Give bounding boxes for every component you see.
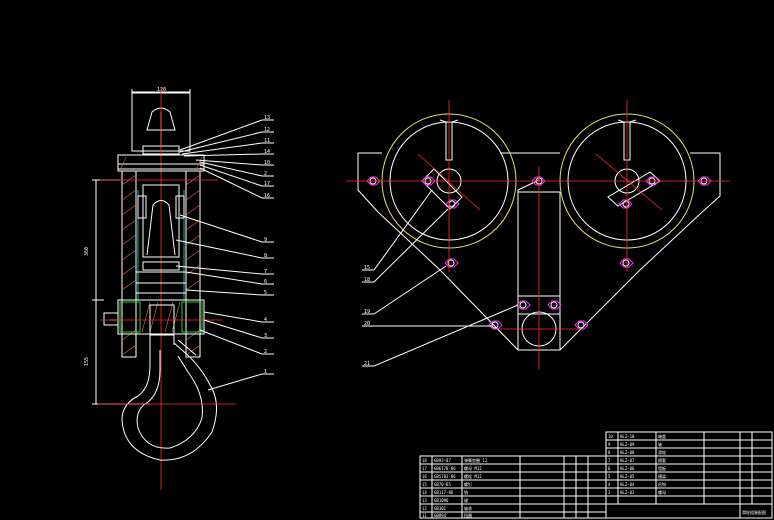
front-view: 15 18 19 20 21: [346, 100, 730, 370]
callout: 18: [364, 277, 370, 283]
callout: 4: [264, 317, 267, 323]
part-code: GB6170-86: [434, 466, 456, 471]
part-code: HLZ-09: [620, 442, 635, 447]
parts-list-left: 18 GB93-87 弹簧垫圈 12 17 GB6170-86 螺母 M12 1…: [419, 455, 607, 519]
part-no: 10: [608, 434, 613, 439]
part-name: 端盖: [658, 433, 666, 439]
part-no: 5: [608, 474, 611, 479]
dimension-left-lower: 155: [84, 357, 90, 366]
part-name: 键: [464, 497, 468, 503]
callout: 5: [264, 290, 267, 296]
plate-hatch-left: [121, 174, 137, 356]
part-no: 15: [422, 482, 427, 487]
part-code: GB70-85: [434, 482, 451, 487]
part-code: HLZ-07: [620, 458, 635, 463]
callout: 7: [264, 269, 267, 275]
part-name: 销: [464, 489, 468, 495]
part-name: 轴承: [464, 505, 472, 511]
callout: 11: [264, 138, 270, 144]
callout: 16: [264, 193, 270, 199]
part-no: 16: [422, 474, 427, 479]
part-code: HLZ-04: [620, 482, 635, 487]
part-no: 7: [608, 458, 611, 463]
part-no: 12: [422, 506, 427, 511]
callout: 21: [364, 361, 370, 367]
part-name: 隔套: [658, 457, 666, 463]
part-name: 轴: [658, 441, 662, 447]
callout: 3: [264, 333, 267, 339]
parts-list-right: 10 HLZ-10 端盖 9 HLZ-09 轴 8 HLZ-08 滑轮 7 HL…: [605, 431, 773, 519]
side-view: 120: [84, 87, 274, 490]
part-code: HLZ-06: [620, 466, 635, 471]
part-name: 螺母 M12: [464, 465, 482, 471]
part-no: 3: [608, 490, 611, 495]
title-block-name: 滑轮组装配图: [742, 509, 766, 515]
side-view-leaders: [175, 119, 274, 391]
callout: 2: [264, 171, 267, 177]
part-code: GB93-87: [434, 458, 451, 463]
callout: 1: [264, 369, 267, 375]
callout: 20: [364, 321, 370, 327]
part-no: 14: [422, 490, 427, 495]
part-name: 吊钩: [658, 481, 666, 487]
part-name: 横梁: [658, 473, 666, 479]
part-no: 8: [608, 450, 611, 455]
part-code: GB5783-86: [434, 474, 456, 479]
part-name: 螺钉: [464, 481, 472, 487]
side-view-callout-labels: 13 12 11 14 10 2 17 16 9 8 7 6 5 4 3 2 1: [264, 115, 270, 375]
callout: 19: [364, 309, 370, 315]
part-no: 11: [422, 513, 427, 518]
part-no: 4: [608, 482, 611, 487]
part-name: 螺母: [658, 489, 666, 495]
front-view-callout-labels: 15 18 19 20 21: [364, 265, 370, 367]
callout: 12: [264, 127, 270, 133]
part-code: HLZ-08: [620, 450, 635, 455]
dimension-left-upper: 360: [84, 247, 90, 256]
part-name: 弹簧垫圈 12: [464, 457, 488, 463]
part-code: HLZ-10: [620, 434, 635, 439]
callout: 10: [264, 160, 270, 166]
part-code: GB301: [434, 506, 447, 511]
front-view-leaders: [362, 189, 519, 367]
part-no: 13: [422, 498, 427, 503]
dimension-top: 120: [157, 87, 166, 93]
part-name: 滑轮: [658, 449, 666, 455]
part-no: 9: [608, 442, 611, 447]
callout: 6: [264, 279, 267, 285]
callout: 9: [264, 237, 267, 243]
part-code: GB1096: [434, 498, 449, 503]
callout: 15: [364, 265, 370, 271]
part-name: 挡圈: [464, 512, 472, 518]
callout: 13: [264, 115, 270, 121]
plate-hatch-right: [185, 174, 201, 356]
part-no: 18: [422, 458, 427, 463]
callout: 8: [264, 253, 267, 259]
part-no: 6: [608, 466, 611, 471]
part-code: HLZ-03: [620, 490, 635, 495]
callout: 14: [264, 149, 270, 155]
part-code: GB117-86: [434, 490, 454, 495]
part-code: HLZ-05: [620, 474, 635, 479]
callout: 2: [264, 349, 267, 355]
part-name: 墙板: [658, 465, 666, 471]
callout: 17: [264, 181, 270, 187]
part-no: 17: [422, 466, 427, 471]
part-code: GB894: [434, 513, 447, 518]
part-name: 螺栓 M12: [464, 473, 482, 479]
